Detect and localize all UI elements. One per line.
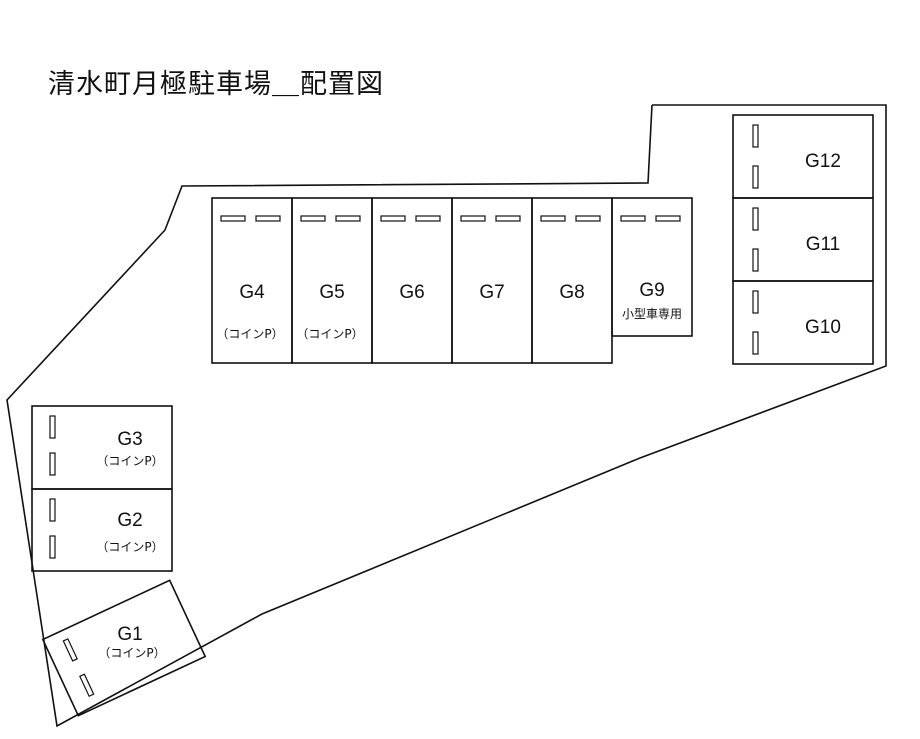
space-g1-box: [41, 579, 207, 717]
space-g1-group: [41, 579, 207, 717]
space-g1-wheel-stop: [79, 673, 95, 698]
space-g1-wheel-stop: [62, 638, 78, 662]
space-g11-label: G11: [806, 234, 841, 255]
space-g7-box: [451, 197, 533, 364]
space-g9-label: G9: [639, 280, 664, 301]
space-g3-note: （コインP）: [96, 454, 163, 468]
space-g6-label: G6: [399, 282, 424, 303]
wheel-stops-right-column: [752, 124, 759, 355]
space-g1-label: G1: [117, 624, 142, 645]
space-g8-label: G8: [559, 282, 584, 303]
space-g2-note: （コインP）: [96, 540, 163, 554]
space-g10-box: [732, 280, 874, 365]
lot-boundary: [6, 104, 887, 728]
space-g1-note: （コインP）: [98, 646, 165, 660]
wheel-stops-top-row: [220, 215, 681, 222]
space-g7-label: G7: [479, 282, 504, 303]
space-g12-box: [732, 114, 874, 199]
space-g5-note: （コインP）: [296, 327, 363, 341]
space-g3-box: [31, 405, 173, 490]
space-g2-label: G2: [117, 510, 142, 531]
space-g5-label: G5: [319, 282, 344, 303]
space-g9-note: 小型車専用: [622, 307, 682, 321]
space-g9-box: [611, 197, 693, 337]
space-g2-box: [31, 488, 173, 572]
space-g4-note: （コインP）: [216, 327, 283, 341]
space-g8-box: [531, 197, 613, 364]
wheel-stops-left-column: [49, 415, 56, 559]
space-g4-label: G4: [239, 282, 265, 303]
space-g6-box: [371, 197, 453, 364]
space-g3-label: G3: [117, 429, 142, 450]
page-title: 清水町月極駐車場＿配置図: [48, 69, 384, 100]
space-g10-label: G10: [805, 317, 841, 338]
space-g11-box: [732, 197, 874, 282]
space-g12-label: G12: [805, 151, 841, 172]
